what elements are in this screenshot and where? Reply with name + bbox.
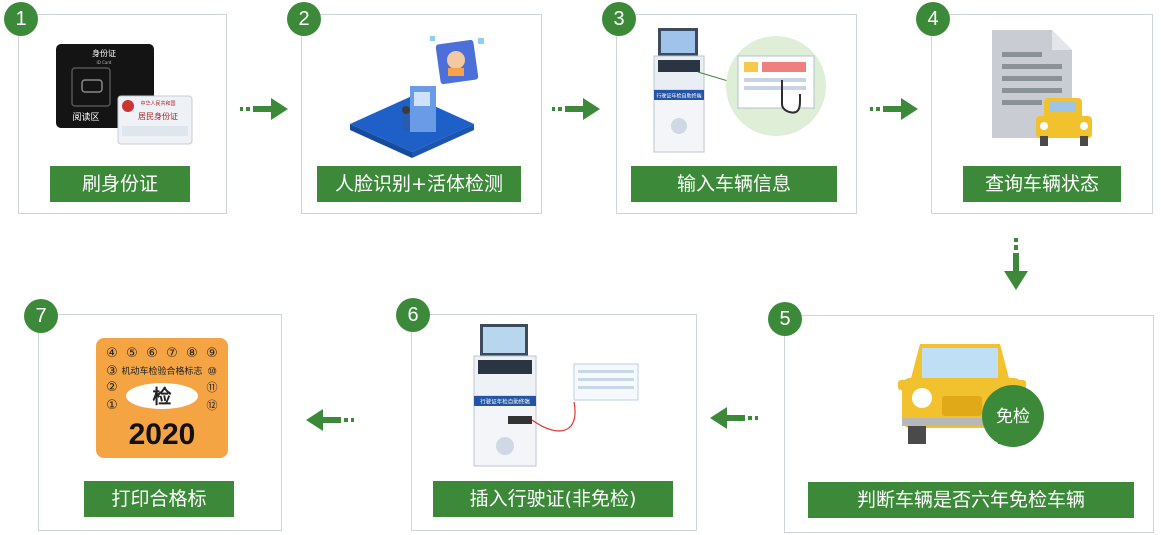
sticker-num-11: ⑪ — [207, 381, 218, 394]
car-icon — [1036, 98, 1092, 146]
step-3-label: 输入车辆信息 — [631, 166, 837, 202]
arrow-left-5 — [708, 406, 758, 434]
arrow-left-6 — [304, 408, 354, 436]
kiosk-icon: 行驶证年检自助终端 — [470, 322, 646, 468]
step-1-label: 刷身份证 — [50, 166, 190, 202]
step-2-label: 人脸识别+活体检测 — [317, 166, 521, 202]
face-recognition-icon — [350, 34, 500, 160]
sticker-num-2: ② — [106, 380, 118, 395]
id-reader-title: 身份证 — [92, 48, 116, 58]
kiosk-6-label: 行驶证年检自助终端 — [480, 398, 530, 406]
id-reader-sub: ID Card — [97, 60, 112, 65]
step-7-label: 打印合格标 — [84, 481, 234, 517]
step-2-badge: 2 — [287, 2, 321, 36]
exempt-stamp: 免检 — [996, 407, 1030, 427]
step-6-badge: 6 — [396, 298, 430, 332]
sticker-year: 2020 — [129, 418, 196, 451]
arrow-right-3 — [870, 97, 920, 125]
sticker-num-6: ⑥ — [146, 346, 158, 361]
inspection-sticker-icon: ④ ⑤ ⑥ ⑦ ⑧ ⑨ ③ 机动车检验合格标志 ⑩ ② 检 ⑪ ① ⑫ 2020 — [96, 338, 228, 458]
step-1-badge: 1 — [4, 2, 38, 36]
sticker-center: 检 — [152, 385, 171, 408]
car-icon: 免检 — [898, 338, 1050, 458]
sticker-num-1: ① — [106, 398, 118, 413]
step-7-badge: 7 — [24, 299, 58, 333]
step-3-badge: 3 — [602, 2, 636, 36]
arrow-down-4 — [1003, 238, 1029, 296]
id-card-icon: 身份证 ID Card 阅读区 中华人民共和国 居民身份证 — [54, 42, 194, 148]
step-6-label: 插入行驶证(非免检) — [433, 481, 673, 517]
sticker-num-10: ⑩ — [207, 365, 217, 378]
step-5-badge: 5 — [768, 302, 802, 336]
sticker-num-3: ③ — [106, 364, 118, 379]
step-4-label: 查询车辆状态 — [963, 166, 1121, 202]
step-4-badge: 4 — [916, 2, 950, 36]
sticker-num-7: ⑦ — [166, 346, 178, 361]
sticker-num-4: ④ — [106, 346, 118, 361]
sticker-num-9: ⑨ — [206, 346, 218, 361]
id-reader-area: 阅读区 — [72, 111, 99, 123]
step-5-label: 判断车辆是否六年免检车辆 — [808, 482, 1134, 518]
sticker-caption: 机动车检验合格标志 — [121, 365, 202, 377]
kiosk-icon: 行驶证年检自助终端 — [648, 26, 828, 154]
kiosk-3-label: 行驶证年检自助终端 — [656, 93, 701, 100]
sticker-num-12: ⑫ — [207, 399, 218, 412]
sticker-num-8: ⑧ — [186, 346, 198, 361]
arrow-right-2 — [552, 97, 602, 125]
id-card-title: 居民身份证 — [138, 111, 178, 121]
sticker-num-5: ⑤ — [126, 346, 138, 361]
document-icon — [988, 28, 1098, 152]
id-card-header: 中华人民共和国 — [140, 100, 175, 107]
arrow-right-1 — [240, 97, 290, 125]
